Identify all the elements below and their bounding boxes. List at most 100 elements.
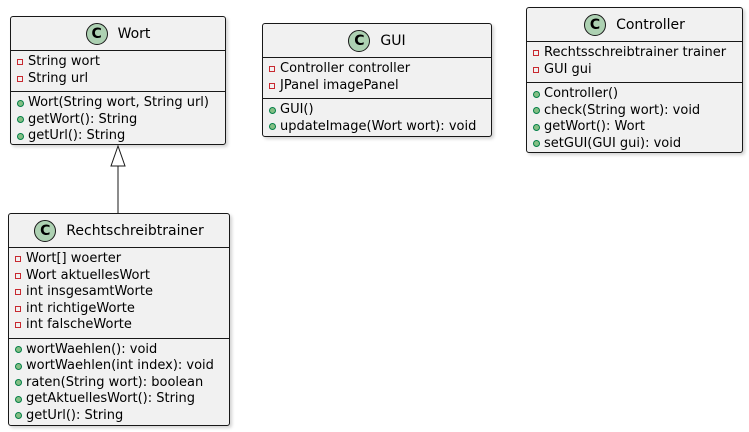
attribute-text: String url bbox=[28, 70, 89, 86]
private-visibility-icon bbox=[269, 66, 275, 73]
methods-section: GUI() updateImage(Wort wort): void bbox=[263, 98, 491, 139]
class-header: C Controller bbox=[527, 8, 742, 42]
class-stereotype-icon: C bbox=[584, 13, 607, 36]
attribute-row: Wort aktuellesWort bbox=[15, 268, 223, 285]
attribute-row: JPanel imagePanel bbox=[269, 78, 485, 95]
public-visibility-icon bbox=[15, 412, 22, 420]
attribute-text: JPanel imagePanel bbox=[280, 77, 399, 93]
attribute-text: Controller controller bbox=[280, 61, 411, 76]
public-visibility-icon bbox=[17, 99, 24, 107]
private-visibility-icon bbox=[17, 59, 23, 66]
attribute-text: int falscheWorte bbox=[26, 317, 132, 332]
class-controller: C Controller Rechtsschreibtrainer traine… bbox=[526, 7, 743, 153]
attribute-row: String url bbox=[17, 71, 219, 88]
method-row: check(String wort): void bbox=[533, 103, 736, 120]
attribute-text: int insgesamtWorte bbox=[26, 284, 153, 299]
method-text: GUI() bbox=[280, 102, 314, 117]
attribute-row: GUI gui bbox=[533, 62, 736, 79]
private-visibility-icon bbox=[15, 322, 21, 329]
method-text: getUrl(): String bbox=[26, 407, 124, 423]
private-visibility-icon bbox=[15, 305, 21, 312]
attributes-section: String wort String url bbox=[11, 51, 225, 91]
method-row: getUrl(): String bbox=[17, 128, 219, 145]
method-text: wortWaehlen(): void bbox=[26, 341, 158, 357]
method-row: setGUI(GUI gui): void bbox=[533, 136, 736, 153]
class-rechtschreibtrainer: C Rechtschreibtrainer Wort[] woerter Wor… bbox=[8, 213, 230, 426]
attributes-section: Wort[] woerter Wort aktuellesWort int in… bbox=[9, 248, 229, 338]
class-header: C Rechtschreibtrainer bbox=[9, 214, 229, 248]
method-row: wortWaehlen(int index): void bbox=[15, 358, 223, 375]
method-text: setGUI(GUI gui): void bbox=[544, 135, 682, 151]
attribute-row: Controller controller bbox=[269, 61, 485, 78]
methods-section: Controller() check(String wort): void ge… bbox=[527, 82, 742, 156]
attribute-text: Wort[] woerter bbox=[26, 251, 122, 266]
class-wort: C Wort String wort String url Wort(Strin… bbox=[10, 16, 226, 145]
method-text: updateImage(Wort wort): void bbox=[280, 118, 477, 134]
attribute-row: int richtigeWorte bbox=[15, 301, 223, 318]
method-row: wortWaehlen(): void bbox=[15, 342, 223, 359]
inheritance-arrowhead-icon bbox=[110, 144, 126, 167]
class-gui: C GUI Controller controller JPanel image… bbox=[262, 23, 492, 137]
attributes-section: Rechtsschreibtrainer trainer GUI gui bbox=[527, 42, 742, 82]
class-name: GUI bbox=[380, 32, 406, 49]
private-visibility-icon bbox=[533, 50, 539, 57]
private-visibility-icon bbox=[269, 82, 275, 89]
public-visibility-icon bbox=[269, 123, 276, 131]
method-row: raten(String wort): boolean bbox=[15, 375, 223, 392]
public-visibility-icon bbox=[15, 395, 22, 403]
class-stereotype-icon: C bbox=[348, 29, 371, 52]
public-visibility-icon bbox=[17, 116, 24, 124]
public-visibility-icon bbox=[15, 346, 22, 354]
method-text: getWort(): String bbox=[28, 111, 138, 127]
attribute-row: int falscheWorte bbox=[15, 317, 223, 334]
method-row: getWort(): String bbox=[17, 112, 219, 129]
method-text: wortWaehlen(int index): void bbox=[26, 358, 214, 373]
attributes-section: Controller controller JPanel imagePanel bbox=[263, 58, 491, 98]
public-visibility-icon bbox=[17, 132, 24, 140]
public-visibility-icon bbox=[15, 362, 22, 370]
method-text: check(String wort): void bbox=[544, 102, 701, 118]
public-visibility-icon bbox=[15, 379, 22, 387]
method-row: Controller() bbox=[533, 86, 736, 103]
class-header: C GUI bbox=[263, 24, 491, 58]
method-row: GUI() bbox=[269, 102, 485, 119]
class-name: Rechtschreibtrainer bbox=[66, 222, 204, 239]
methods-section: Wort(String wort, String url) getWort():… bbox=[11, 91, 225, 149]
method-text: getAktuellesWort(): String bbox=[26, 391, 196, 406]
method-row: getAktuellesWort(): String bbox=[15, 391, 223, 408]
class-name: Wort bbox=[117, 25, 151, 42]
public-visibility-icon bbox=[533, 140, 540, 148]
method-row: getWort(): Wort bbox=[533, 119, 736, 136]
private-visibility-icon bbox=[17, 75, 23, 82]
method-text: Controller() bbox=[544, 86, 619, 101]
attribute-text: String wort bbox=[28, 54, 100, 69]
method-row: Wort(String wort, String url) bbox=[17, 95, 219, 112]
method-text: Wort(String wort, String url) bbox=[28, 95, 209, 110]
method-text: raten(String wort): boolean bbox=[26, 374, 204, 390]
attribute-row: Wort[] woerter bbox=[15, 251, 223, 268]
private-visibility-icon bbox=[15, 272, 21, 279]
attribute-row: String wort bbox=[17, 54, 219, 71]
attribute-row: Rechtsschreibtrainer trainer bbox=[533, 45, 736, 62]
method-text: getUrl(): String bbox=[28, 128, 126, 143]
method-row: getUrl(): String bbox=[15, 408, 223, 425]
class-stereotype-icon: C bbox=[34, 219, 57, 242]
class-name: Controller bbox=[616, 16, 685, 33]
public-visibility-icon bbox=[269, 106, 276, 114]
attribute-text: int richtigeWorte bbox=[26, 300, 135, 316]
private-visibility-icon bbox=[533, 66, 539, 73]
methods-section: wortWaehlen(): void wortWaehlen(int inde… bbox=[9, 337, 229, 429]
class-header: C Wort bbox=[11, 17, 225, 51]
class-stereotype-icon: C bbox=[85, 22, 108, 45]
private-visibility-icon bbox=[15, 256, 21, 263]
method-row: updateImage(Wort wort): void bbox=[269, 119, 485, 136]
attribute-text: Wort aktuellesWort bbox=[26, 267, 150, 283]
public-visibility-icon bbox=[533, 107, 540, 115]
attribute-text: GUI gui bbox=[544, 61, 592, 77]
public-visibility-icon bbox=[533, 123, 540, 131]
private-visibility-icon bbox=[15, 289, 21, 296]
attribute-text: Rechtsschreibtrainer trainer bbox=[544, 45, 727, 60]
attribute-row: int insgesamtWorte bbox=[15, 284, 223, 301]
public-visibility-icon bbox=[533, 90, 540, 98]
